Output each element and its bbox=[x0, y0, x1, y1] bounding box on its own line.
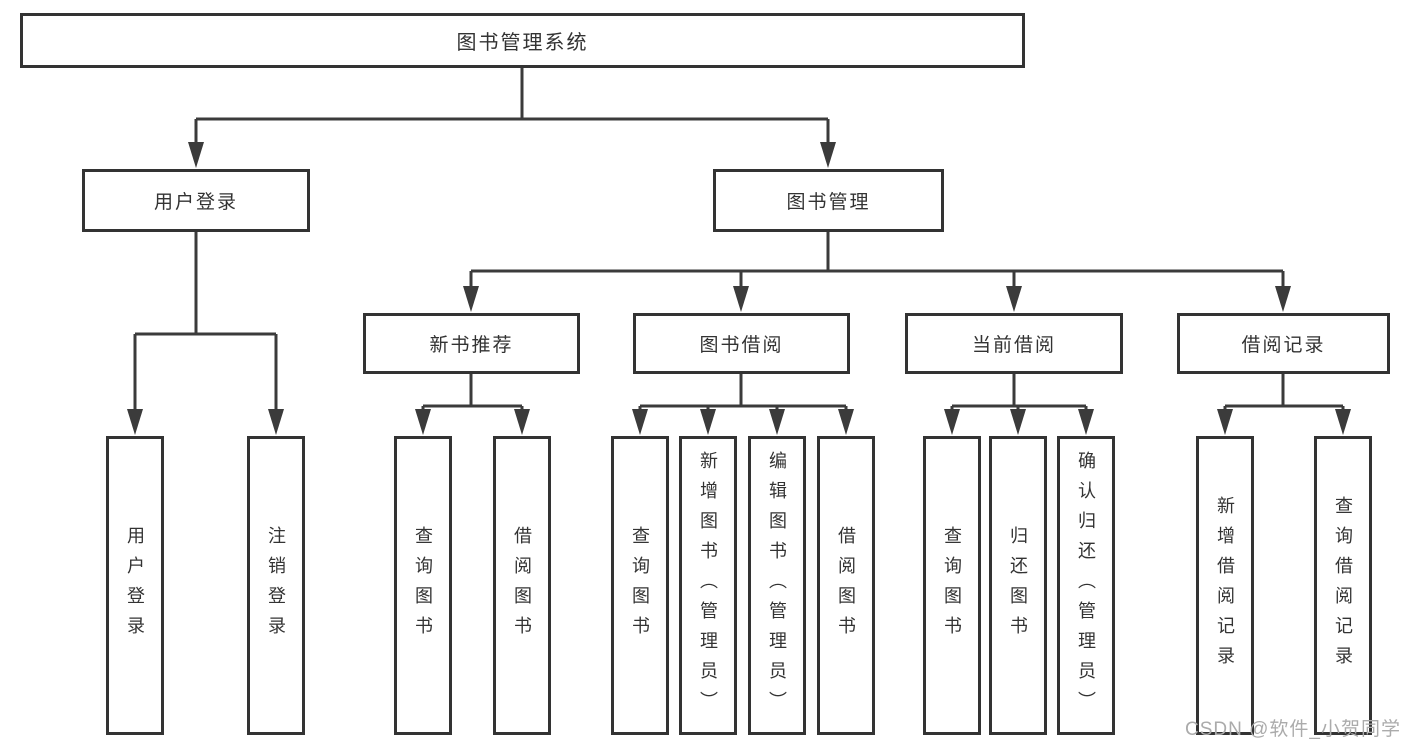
leaf-query-borrow-record: 查询借阅记录 bbox=[1314, 436, 1372, 735]
node-borrowing-records: 借阅记录 bbox=[1177, 313, 1390, 374]
node-current-borrowing: 当前借阅 bbox=[905, 313, 1123, 374]
leaf-edit-books-admin: 编辑图书（管理员） bbox=[748, 436, 806, 735]
leaf-add-borrow-record: 新增借阅记录 bbox=[1196, 436, 1254, 735]
node-new-book-recommendation: 新书推荐 bbox=[363, 313, 580, 374]
leaf-query-books-recommend: 查询图书 bbox=[394, 436, 452, 735]
node-book-borrowing: 图书借阅 bbox=[633, 313, 850, 374]
node-user-login: 用户登录 bbox=[82, 169, 310, 232]
watermark: CSDN @软件_小贺同学 bbox=[1185, 719, 1401, 740]
leaf-user-login: 用户登录 bbox=[106, 436, 164, 735]
leaf-return-books: 归还图书 bbox=[989, 436, 1047, 735]
leaf-query-books-borrow: 查询图书 bbox=[611, 436, 669, 735]
node-root: 图书管理系统 bbox=[20, 13, 1025, 68]
node-book-management: 图书管理 bbox=[713, 169, 944, 232]
leaf-add-books-admin: 新增图书（管理员） bbox=[679, 436, 737, 735]
arrowheads bbox=[127, 142, 1351, 435]
leaf-borrow-books-recommend: 借阅图书 bbox=[493, 436, 551, 735]
leaf-borrow-books: 借阅图书 bbox=[817, 436, 875, 735]
leaf-confirm-return-admin: 确认归还（管理员） bbox=[1057, 436, 1115, 735]
leaf-query-books-current: 查询图书 bbox=[923, 436, 981, 735]
leaf-logout-login: 注销登录 bbox=[247, 436, 305, 735]
